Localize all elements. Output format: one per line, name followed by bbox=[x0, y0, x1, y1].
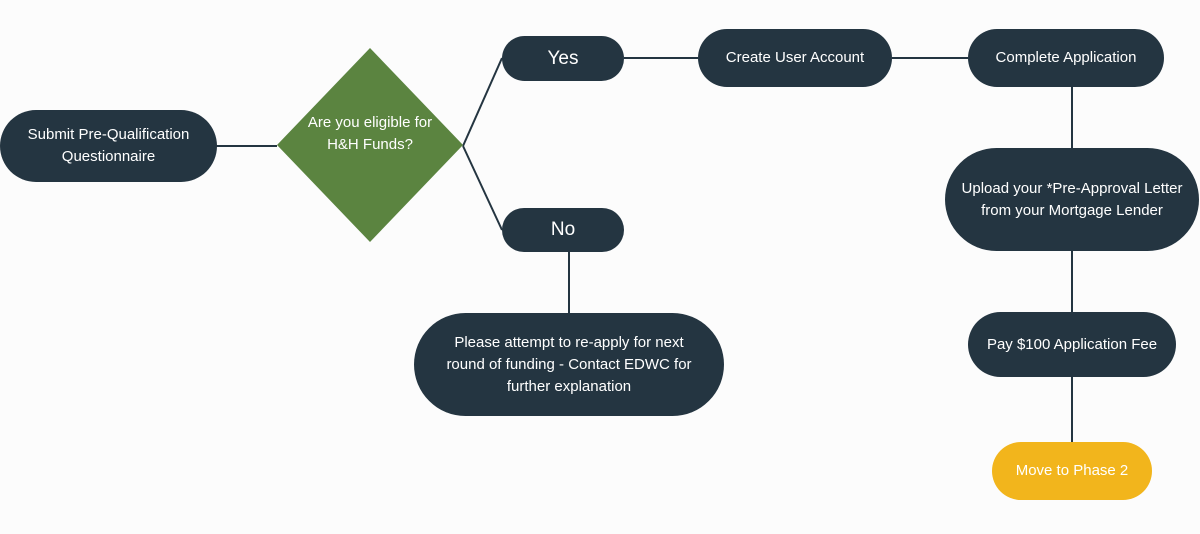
node-yes-label: Yes bbox=[547, 47, 579, 69]
node-phase-2-label: Move to Phase 2 bbox=[1015, 462, 1129, 479]
node-upload-letter-label: Upload your *Pre-Approval Letter from yo… bbox=[961, 179, 1183, 219]
node-no-label: No bbox=[550, 219, 576, 240]
node-submit-questionnaire: Submit Pre-Qualification Questionnaire bbox=[0, 110, 217, 182]
node-upload-letter: Upload your *Pre-Approval Letter from yo… bbox=[945, 148, 1199, 251]
node-reapply-label: Please attempt to re-apply for next roun… bbox=[446, 333, 692, 395]
node-pay-fee-label: Pay $100 Application Fee bbox=[986, 335, 1158, 353]
decision-diamond bbox=[277, 48, 463, 242]
connector-decision-yes bbox=[462, 57, 503, 147]
node-yes: Yes bbox=[502, 36, 624, 81]
node-create-account-label: Create User Account bbox=[725, 49, 865, 66]
node-submit-label: Submit Pre-Qualification Questionnaire bbox=[27, 126, 190, 165]
node-pay-fee: Pay $100 Application Fee bbox=[968, 312, 1176, 377]
connector-decision-no bbox=[462, 145, 503, 231]
node-reapply: Please attempt to re-apply for next roun… bbox=[414, 313, 724, 416]
node-complete-application: Complete Application bbox=[968, 29, 1164, 87]
node-no: No bbox=[502, 208, 624, 252]
node-move-to-phase-2: Move to Phase 2 bbox=[992, 442, 1152, 500]
node-complete-application-label: Complete Application bbox=[995, 49, 1137, 66]
node-create-account: Create User Account bbox=[698, 29, 892, 87]
decision-label: Are you eligible for H&H Funds? bbox=[307, 114, 433, 153]
